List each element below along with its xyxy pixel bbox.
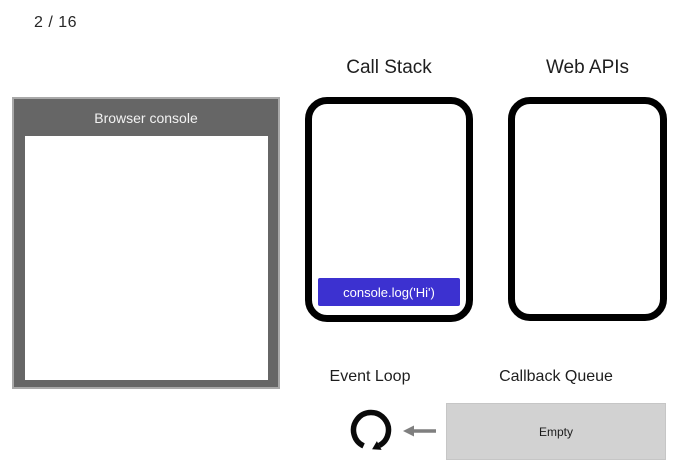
call-stack-box: console.log('Hi') [305,97,473,322]
browser-console-output [25,136,268,380]
callback-queue-label: Callback Queue [499,368,613,385]
callback-queue-status: Empty [538,424,573,439]
callback-queue-box: Empty [446,403,666,460]
call-stack-label: Call Stack [346,57,432,78]
browser-console: Browser console [12,97,280,389]
event-loop-label: Event Loop [329,368,411,385]
slide-counter: 2 / 16 [34,14,78,31]
queue-to-loop-left-arrow-icon [403,425,436,437]
event-loop-circular-arrow-icon [350,409,392,450]
web-apis-label: Web APIs [545,57,630,78]
call-stack-frame: console.log('Hi') [318,278,460,306]
web-apis-box [508,97,667,321]
browser-console-title: Browser console [94,110,198,126]
